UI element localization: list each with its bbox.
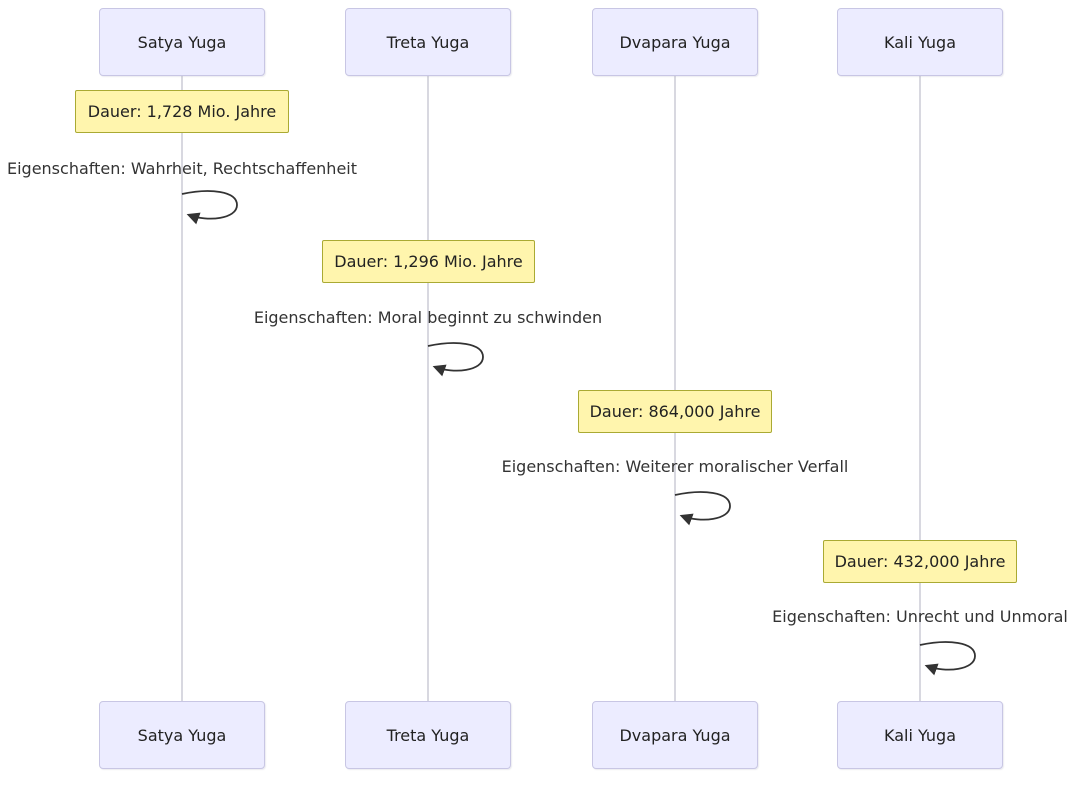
actor-top-dvapara-yuga: Dvapara Yuga: [592, 8, 758, 76]
self-loop-arrow-dvapara-yuga: [674, 491, 731, 526]
actor-top-satya-yuga: Satya Yuga: [99, 8, 265, 76]
actor-top-kali-yuga: Kali Yuga: [837, 8, 1003, 76]
message-properties-treta-yuga: Eigenschaften: Moral beginnt zu schwinde…: [253, 308, 603, 327]
note-duration-kali-yuga: Dauer: 432,000 Jahre: [823, 540, 1017, 583]
self-loop-arrow-kali-yuga: [919, 641, 976, 676]
lifeline-dvapara-yuga: [674, 76, 676, 701]
lifeline-treta-yuga: [427, 76, 429, 701]
note-duration-treta-yuga: Dauer: 1,296 Mio. Jahre: [322, 240, 535, 283]
actor-top-treta-yuga: Treta Yuga: [345, 8, 511, 76]
note-duration-satya-yuga: Dauer: 1,728 Mio. Jahre: [75, 90, 289, 133]
actor-bottom-satya-yuga: Satya Yuga: [99, 701, 265, 769]
actor-bottom-treta-yuga: Treta Yuga: [345, 701, 511, 769]
self-loop-arrow-treta-yuga: [427, 342, 484, 377]
message-properties-kali-yuga: Eigenschaften: Unrecht und Unmoral: [772, 607, 1068, 626]
actor-bottom-kali-yuga: Kali Yuga: [837, 701, 1003, 769]
message-properties-dvapara-yuga: Eigenschaften: Weiterer moralischer Verf…: [501, 457, 849, 476]
lifeline-kali-yuga: [919, 76, 921, 701]
actor-bottom-dvapara-yuga: Dvapara Yuga: [592, 701, 758, 769]
note-duration-dvapara-yuga: Dauer: 864,000 Jahre: [578, 390, 772, 433]
self-loop-arrow-satya-yuga: [181, 190, 238, 225]
message-properties-satya-yuga: Eigenschaften: Wahrheit, Rechtschaffenhe…: [6, 159, 357, 178]
lifeline-satya-yuga: [181, 76, 183, 701]
